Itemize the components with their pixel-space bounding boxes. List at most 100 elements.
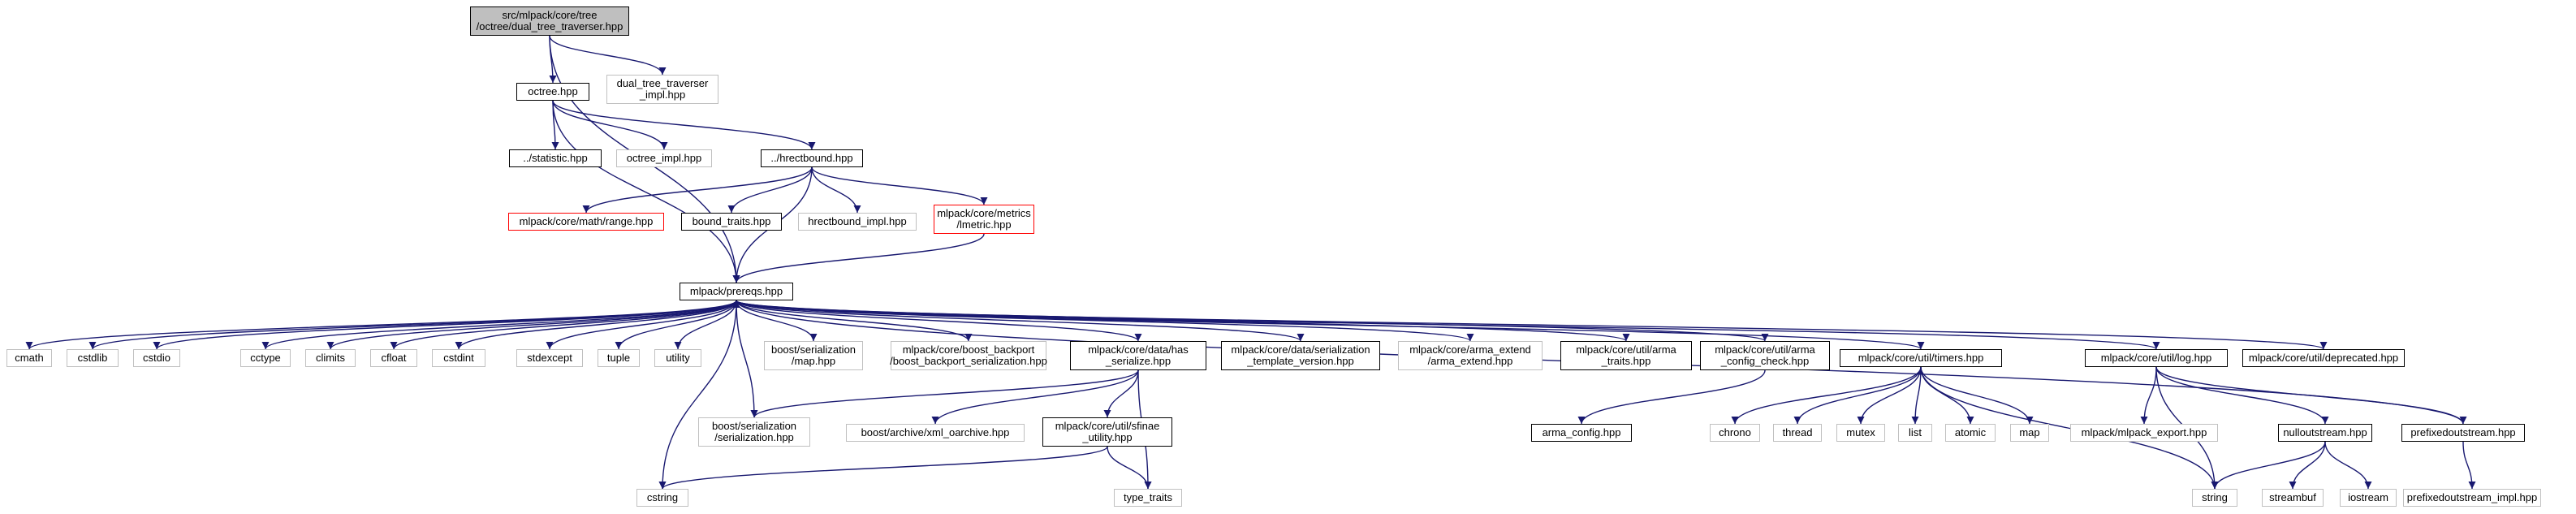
edge-prereqs-to-armatraits [736, 300, 1630, 342]
node-label: list [1909, 426, 1922, 438]
node-label: type_traits [1124, 491, 1172, 503]
node-label: stdexcept [527, 352, 572, 364]
node-armacfg[interactable]: arma_config.hpp [1531, 424, 1632, 442]
node-cmath: cmath [6, 349, 52, 367]
node-btraits[interactable]: bound_traits.hpp [681, 213, 782, 231]
node-stdexcept: stdexcept [516, 349, 583, 367]
edge-prereqs-to-climits [326, 300, 737, 350]
edge-timers-to-chrono [1731, 366, 1922, 425]
node-label: tuple [606, 352, 631, 364]
node-deprecated[interactable]: mlpack/core/util/deprecated.hpp [2242, 349, 2405, 367]
node-armaext: mlpack/core/arma_extend/arma_extend.hpp [1398, 341, 1543, 370]
node-label: mlpack/mlpack_export.hpp [2081, 426, 2207, 438]
node-label: iostream [2348, 491, 2388, 503]
node-cstdio: cstdio [133, 349, 180, 367]
edge-timers-to-string [1920, 366, 2219, 490]
node-label: _serialize.hpp [1105, 355, 1171, 367]
edge-hrect-to-lmetric [811, 166, 988, 205]
node-root[interactable]: src/mlpack/core/tree/octree/dual_tree_tr… [470, 6, 629, 36]
node-label: /arma_extend.hpp [1427, 355, 1513, 367]
edge-octree-to-prereqs [552, 100, 740, 283]
node-tuple: tuple [598, 349, 640, 367]
node-chrono: chrono [1710, 424, 1760, 442]
node-label: _utility.hpp [1082, 431, 1133, 443]
node-xmloarchive: boost/archive/xml_oarchive.hpp [846, 424, 1025, 442]
node-sfinae[interactable]: mlpack/core/util/sfinae_utility.hpp [1042, 417, 1172, 447]
node-typetraits: type_traits [1114, 489, 1182, 507]
node-label: cstdio [143, 352, 170, 364]
node-label: mlpack/core/math/range.hpp [519, 215, 654, 227]
node-armatraits[interactable]: mlpack/core/util/arma_traits.hpp [1560, 341, 1692, 370]
node-label: mlpack/core/arma_extend [1409, 343, 1531, 356]
node-label: cmath [15, 352, 44, 364]
edge-nullout-to-streambuf [2289, 441, 2326, 490]
node-prereqs[interactable]: mlpack/prereqs.hpp [680, 283, 793, 300]
node-label: prefixedoutstream.hpp [2410, 426, 2516, 438]
node-label: utility [666, 352, 690, 364]
node-nullout[interactable]: nulloutstream.hpp [2278, 424, 2372, 442]
node-mutex: mutex [1836, 424, 1885, 442]
edge-timers-to-thread [1793, 366, 1922, 425]
node-range[interactable]: mlpack/core/math/range.hpp [508, 213, 664, 231]
edge-hrect-to-range [582, 166, 813, 214]
node-atomic: atomic [1945, 424, 1996, 442]
node-label: climits [315, 352, 346, 364]
node-string: string [2192, 489, 2237, 507]
edge-timers-to-mutex [1857, 366, 1922, 425]
edge-prereqs-to-timers [736, 300, 1925, 350]
node-label: mlpack/prereqs.hpp [689, 285, 783, 297]
edge-sfinae-to-typetraits [1107, 446, 1152, 490]
node-label: src/mlpack/core/tree [502, 9, 598, 21]
node-label: mlpack/core/util/timers.hpp [1858, 352, 1984, 364]
node-label: boost/archive/xml_oarchive.hpp [861, 426, 1010, 438]
node-label: ../statistic.hpp [523, 152, 588, 164]
node-timers[interactable]: mlpack/core/util/timers.hpp [1840, 349, 2002, 367]
node-label: cstdlib [77, 352, 108, 364]
node-prefixout[interactable]: prefixedoutstream.hpp [2401, 424, 2525, 442]
node-dttimpl: dual_tree_traverser_impl.hpp [606, 75, 718, 104]
node-hrect[interactable]: ../hrectbound.hpp [761, 149, 863, 167]
node-label: nulloutstream.hpp [2283, 426, 2367, 438]
node-cfloat: cfloat [370, 349, 417, 367]
edge-log-to-nullout [2155, 366, 2329, 425]
node-label: octree.hpp [528, 85, 578, 97]
node-label: mlpack/core/util/sfinae [1055, 420, 1160, 432]
node-cctype: cctype [240, 349, 291, 367]
node-bsermap: boost/serialization/map.hpp [764, 341, 863, 370]
node-label: /octree/dual_tree_traverser.hpp [476, 20, 624, 32]
node-statistic[interactable]: ../statistic.hpp [509, 149, 602, 167]
node-label: _template_version.hpp [1247, 355, 1354, 367]
node-cstdint: cstdint [432, 349, 485, 367]
node-armacfgchk[interactable]: mlpack/core/util/arma_config_check.hpp [1700, 341, 1830, 370]
edge-root-to-dttimpl [549, 35, 667, 76]
edge-prereqs-to-cctype [261, 300, 737, 350]
node-sertmpl[interactable]: mlpack/core/data/serialization_template_… [1221, 341, 1380, 370]
node-label: octree_impl.hpp [626, 152, 702, 164]
node-octree[interactable]: octree.hpp [516, 83, 589, 101]
edge-prereqs-to-sertmpl [736, 300, 1305, 342]
node-label: dual_tree_traverser [616, 77, 709, 89]
edge-timers-to-map [1920, 366, 2034, 425]
node-iostream: iostream [2340, 489, 2397, 507]
node-label: cstdint [443, 352, 474, 364]
node-log[interactable]: mlpack/core/util/log.hpp [2085, 349, 2228, 367]
edge-hasser-to-sfinae [1103, 369, 1139, 418]
edge-prereqs-to-cstdio [153, 300, 737, 350]
node-hasser[interactable]: mlpack/core/data/has_serialize.hpp [1070, 341, 1206, 370]
node-label: string [2202, 491, 2228, 503]
edge-prereqs-to-hasser [736, 300, 1142, 342]
node-map: map [2010, 424, 2049, 442]
node-label: mlpack/core/util/log.hpp [2100, 352, 2212, 364]
node-lmetric[interactable]: mlpack/core/metrics/lmetric.hpp [934, 205, 1034, 234]
edge-octree-to-octimpl [552, 100, 668, 150]
edge-nullout-to-string [2211, 441, 2326, 490]
node-streambuf: streambuf [2262, 489, 2324, 507]
edge-prereqs-to-cmath [25, 300, 737, 350]
node-list: list [1898, 424, 1932, 442]
node-cstring: cstring [636, 489, 688, 507]
node-climits: climits [305, 349, 356, 367]
node-label: map [2019, 426, 2040, 438]
node-label: mlpack/core/data/serialization [1231, 343, 1370, 356]
